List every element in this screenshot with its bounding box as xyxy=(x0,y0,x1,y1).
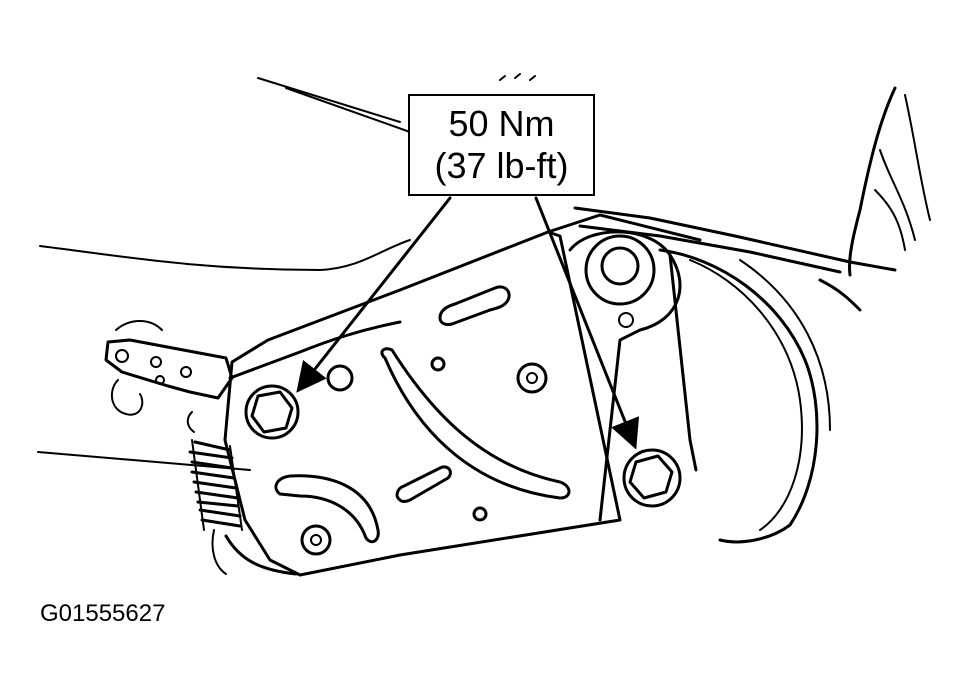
brake-housing xyxy=(658,248,831,544)
torque-metric-label: 50 Nm xyxy=(448,103,555,144)
stud-top xyxy=(430,356,446,372)
callout-arrows xyxy=(296,196,640,450)
bolt-right xyxy=(622,448,682,508)
lower-left-slot xyxy=(274,474,380,544)
upper-slot xyxy=(438,285,511,326)
arrow-to-left-bolt xyxy=(296,196,452,393)
lower-slot xyxy=(395,465,452,503)
bolt-left xyxy=(244,384,300,440)
figure-id-label: G01555627 xyxy=(40,600,166,627)
pivot-bushing-inner xyxy=(600,246,640,286)
lever-arm xyxy=(104,320,234,416)
stud-bottom xyxy=(472,506,488,522)
vehicle-body-lines xyxy=(37,73,931,471)
arrow-to-right-bolt xyxy=(534,196,640,450)
return-spring xyxy=(186,411,298,576)
torque-imperial-label: (37 lb-ft) xyxy=(434,145,569,186)
torque-callout-box: 50 Nm (37 lb-ft) xyxy=(408,94,595,196)
curved-slot xyxy=(380,347,571,500)
center-hole xyxy=(516,362,548,394)
pivot-bushing-outer xyxy=(584,234,656,306)
upper-left-hole xyxy=(326,364,354,392)
lower-hole xyxy=(300,524,332,556)
